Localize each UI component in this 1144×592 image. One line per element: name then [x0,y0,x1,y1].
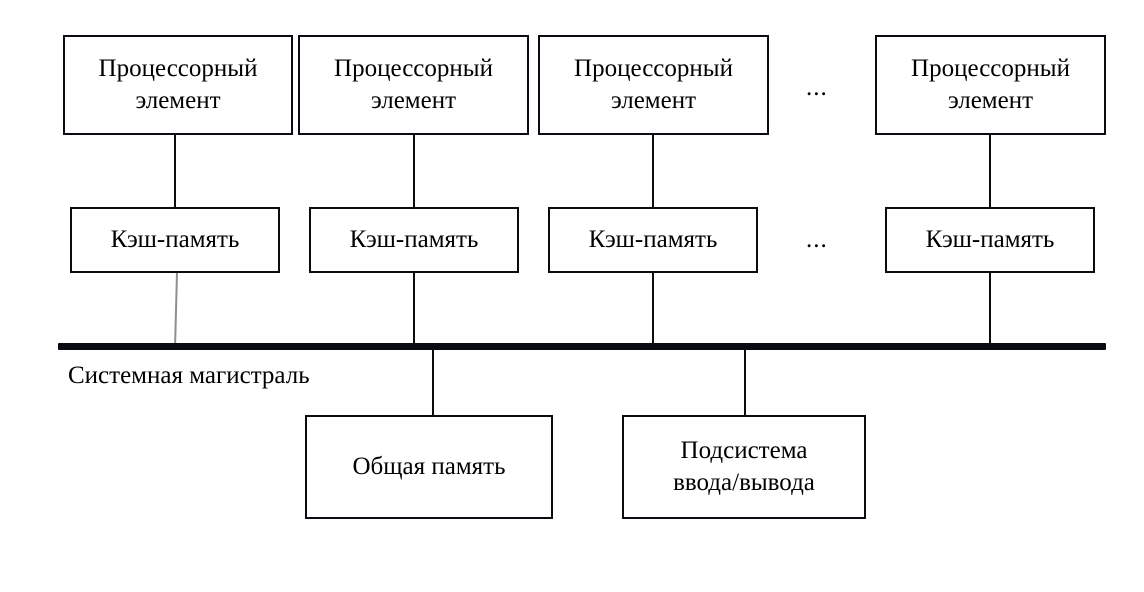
processor-element-label-line1: Процессорный [98,54,258,82]
processor-element-label-line2: элемент [610,87,697,114]
cache-label: Кэш-память [349,225,479,253]
shared-memory-label: Общая память [352,452,506,480]
system-bus-line [58,343,1106,350]
cache-row-ellipsis: ... [806,226,828,253]
cache-box-4[interactable]: Кэш-память [885,207,1095,273]
processor-element-label-line1: Процессорный [911,54,1070,82]
processor-element-box-1[interactable]: Процессорный элемент [63,35,293,135]
processor-element-label-line1: Процессорный [574,54,733,82]
connector-pe2-to-cache2 [413,135,415,208]
cache-label: Кэш-память [110,225,240,253]
connector-pe4-to-cache4 [989,135,991,208]
cache-label: Кэш-память [588,225,718,253]
connector-pe1-to-cache1 [174,135,176,208]
io-subsystem-label-line2: ввода/вывода [673,469,815,496]
processor-element-box-4[interactable]: Процессорный элемент [875,35,1106,135]
system-bus-label: Системная магистраль [68,362,310,389]
io-subsystem-box[interactable]: Подсистема ввода/вывода [622,415,866,519]
connector-pe3-to-cache3 [652,135,654,208]
connector-bus-to-io-subsystem [744,348,746,416]
connector-cache2-to-bus [413,273,415,348]
processor-element-label-line2: элемент [370,87,457,114]
shared-memory-box[interactable]: Общая память [305,415,553,519]
connector-cache3-to-bus [652,273,654,348]
processor-row-ellipsis: ... [806,74,828,101]
processor-element-label-line1: Процессорный [334,54,493,82]
processor-element-box-3[interactable]: Процессорный элемент [538,35,769,135]
connector-cache1-to-bus [174,273,178,348]
connector-bus-to-shared-memory [432,348,434,416]
cache-box-1[interactable]: Кэш-память [70,207,280,273]
cache-label: Кэш-память [925,225,1055,253]
connector-cache4-to-bus [989,273,991,348]
io-subsystem-label-line1: Подсистема [680,436,808,464]
cache-box-3[interactable]: Кэш-память [548,207,758,273]
cache-box-2[interactable]: Кэш-память [309,207,519,273]
processor-element-label-line2: элемент [947,87,1034,114]
processor-element-label-line2: элемент [135,87,221,114]
processor-element-box-2[interactable]: Процессорный элемент [298,35,529,135]
